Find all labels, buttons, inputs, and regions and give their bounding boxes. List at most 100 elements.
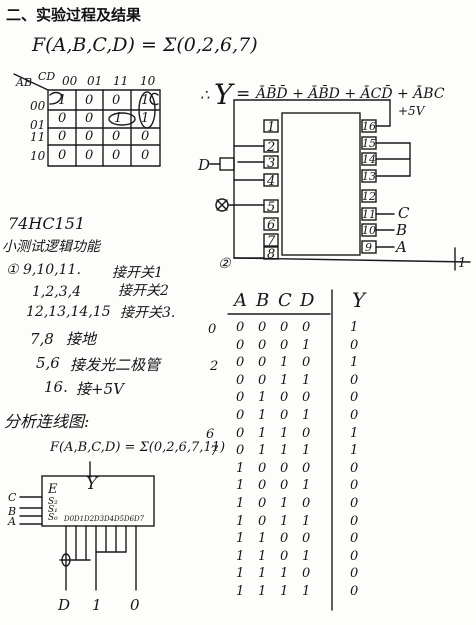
tt-header-b: B <box>256 290 270 311</box>
note-action: 接开关2 <box>118 283 169 299</box>
pin-number: 8 <box>267 247 276 262</box>
tt-input-cell: 1 <box>236 584 245 599</box>
tt-input-cell: 1 <box>280 443 289 459</box>
tt-input-cell: 0 <box>302 425 311 441</box>
tt-input-cell: 0 <box>236 320 245 335</box>
tt-input-cell: 1 <box>280 425 289 441</box>
kmap-row-header: 11 <box>30 130 46 144</box>
tt-input-cell: 0 <box>258 355 267 371</box>
tt-input-cell: 1 <box>302 408 311 423</box>
tt-input-cell: 1 <box>302 372 311 388</box>
kmap-cell: 0 <box>58 111 67 126</box>
tt-input-cell: 0 <box>280 548 289 564</box>
wiring-sel1: S₁ <box>48 505 58 515</box>
kmap-cell: 0 <box>85 148 94 163</box>
tt-header-d: D <box>300 290 315 311</box>
tt-output-cell: 0 <box>350 496 359 511</box>
tt-input-cell: 0 <box>302 531 311 547</box>
kmap-cell: 1 <box>58 93 67 108</box>
pin-number: 5 <box>267 200 276 215</box>
tt-input-cell: 0 <box>236 355 245 371</box>
wiring-bottom-label: 0 <box>130 596 140 614</box>
note-pins: 5,6 <box>36 354 60 372</box>
supply-label: +5V <box>398 104 425 118</box>
tt-input-cell: 0 <box>280 337 289 353</box>
kmap-col-header: 00 <box>62 74 78 88</box>
kmap-cell: 0 <box>112 148 121 163</box>
pin-number: 11 <box>362 208 376 221</box>
data-input-label: D2 <box>84 515 95 523</box>
tt-output-cell: 1 <box>350 355 359 371</box>
tt-input-cell: 1 <box>258 531 267 547</box>
wiring-formula: F(A,B,C,D) = Σ(0,2,6,7,11) <box>50 440 226 455</box>
tt-input-cell: 1 <box>302 548 311 564</box>
tt-input-cell: 0 <box>236 337 245 353</box>
wiring-sel2: S₂ <box>48 497 58 507</box>
wiring-bottom-label: D <box>58 596 71 614</box>
wiring-output: Y <box>86 474 98 494</box>
analysis-title: 分析连线图: <box>4 412 90 431</box>
kmap-cell: 0 <box>141 148 150 163</box>
kmap-cell: 0 <box>141 129 150 144</box>
tt-input-cell: 0 <box>236 408 245 423</box>
pin-number: 9 <box>365 241 372 254</box>
tt-input-cell: 1 <box>302 337 311 353</box>
tt-input-cell: 0 <box>258 320 267 335</box>
chip-name: 74HC151 <box>8 214 86 233</box>
pin-number: 13 <box>362 170 376 183</box>
note-action: 接+5V <box>76 380 124 398</box>
tt-output-cell: 0 <box>350 337 359 353</box>
tt-input-cell: 1 <box>258 566 267 582</box>
tt-input-cell: 1 <box>236 513 245 529</box>
tt-input-cell: 1 <box>280 355 289 371</box>
tt-input-cell: 1 <box>280 566 289 582</box>
tt-output-cell: 0 <box>350 408 359 423</box>
kmap-col-header: 11 <box>113 74 129 88</box>
pin-number: 12 <box>362 190 376 203</box>
note-pins: 12,13,14,15 <box>26 304 111 320</box>
kmap-cell: 1 <box>141 93 150 108</box>
notes-subtitle: 小测试逻辑功能 <box>2 239 100 255</box>
kmap-corner-row: AB <box>16 76 33 89</box>
data-input-label: D7 <box>134 515 145 523</box>
data-input-label: D0 <box>64 515 75 523</box>
pin-number: 14 <box>362 153 376 166</box>
expr-eq: = <box>236 84 251 104</box>
tt-input-cell: 1 <box>280 496 289 511</box>
output-label-a: A <box>396 238 407 256</box>
tt-input-cell: 0 <box>280 531 289 547</box>
data-input-label: D4 <box>104 515 115 523</box>
note-action: 接地 <box>66 330 97 348</box>
pin-number: 7 <box>267 234 276 249</box>
tt-input-cell: 0 <box>258 496 267 511</box>
tt-output-cell: 0 <box>350 566 359 582</box>
kmap-corner-col: CD <box>38 70 56 83</box>
expr-lhs: Y <box>214 78 233 111</box>
tt-input-cell: 1 <box>236 566 245 582</box>
tt-output-cell: 1 <box>350 320 359 335</box>
kmap-formula: F(A,B,C,D) = Σ(0,2,6,7) <box>32 34 258 56</box>
kmap-cell: 0 <box>58 148 67 163</box>
tt-input-cell: 0 <box>258 478 267 494</box>
pin-number: 3 <box>267 156 276 171</box>
data-input-label: D6 <box>124 515 135 523</box>
expr-terms: ĀB̄D̄ + ĀB̄D + ĀCD̄ + ĀBC <box>256 86 445 102</box>
tt-input-cell: 0 <box>302 566 311 582</box>
note-pins: 1,2,3,4 <box>32 284 81 300</box>
tt-input-cell: 0 <box>280 478 289 494</box>
tt-input-cell: 0 <box>236 372 245 388</box>
tt-output-cell: 0 <box>350 460 359 476</box>
circuit-number-mark: ② <box>218 256 231 272</box>
tt-input-cell: 1 <box>236 548 245 564</box>
tt-input-cell: 0 <box>280 320 289 335</box>
wiring-enable: E <box>48 482 58 497</box>
note-action: 接发光二极管 <box>70 356 161 374</box>
kmap-col-header: 01 <box>87 74 103 88</box>
tt-output-cell: 0 <box>350 548 359 564</box>
pin-number: 2 <box>267 140 276 155</box>
kmap-col-header: 10 <box>140 74 156 88</box>
tt-output-cell: 0 <box>350 531 359 547</box>
chip-input-label: D <box>198 156 211 174</box>
tt-side-mark: 6 <box>206 427 215 442</box>
